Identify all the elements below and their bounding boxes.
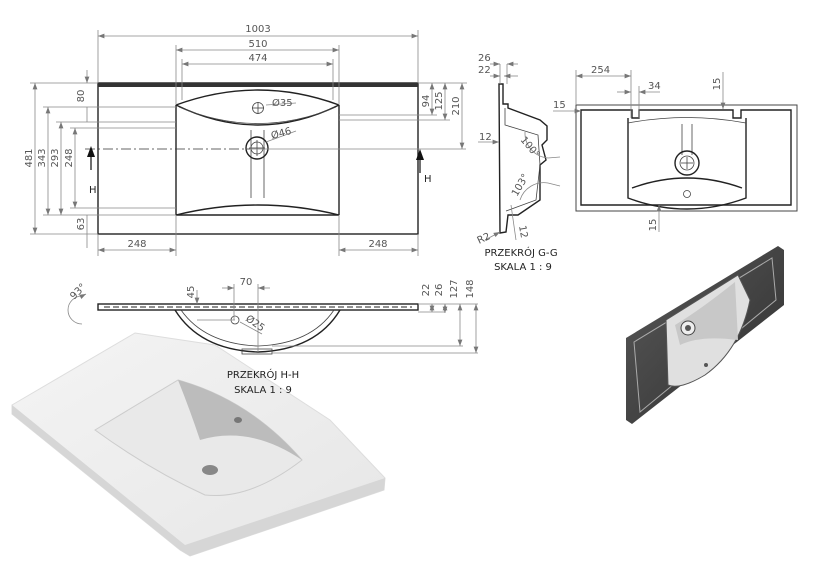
- dim-127: 127: [449, 279, 460, 298]
- dim-26: 26: [434, 284, 445, 297]
- dim-15-left: 15: [553, 100, 566, 111]
- section-g-g: 26 22 12 100° 103° R2 12 PRZEKRÓJ G-G SK…: [476, 53, 561, 273]
- dim-293: 293: [50, 148, 61, 167]
- section-h-h-title: PRZEKRÓJ H-H: [227, 368, 299, 381]
- dim-210: 210: [451, 96, 462, 115]
- dim-248-vertical: 248: [64, 148, 75, 167]
- dim-hole-diameter: Ø25: [243, 313, 267, 335]
- dim-148: 148: [465, 279, 476, 298]
- dim-overall-depth: 481: [24, 148, 35, 167]
- dim-basin-outer-width: 510: [248, 39, 267, 50]
- dim-overall-width: 1003: [245, 24, 270, 35]
- dim-45: 45: [186, 286, 197, 299]
- dim-343: 343: [37, 148, 48, 167]
- svg-text:H: H: [424, 174, 432, 185]
- dim-70: 70: [240, 277, 253, 288]
- top-view: 1003 510 474 481 343 293 248 80 63 94 12…: [24, 24, 467, 256]
- dim-94: 94: [421, 95, 432, 108]
- sink-3d-render-bottom: [626, 246, 784, 424]
- section-arrow-left: H: [87, 146, 97, 196]
- drain-hole: [245, 136, 269, 160]
- dim-15-bottom: 15: [648, 219, 659, 232]
- section-g-g-title: PRZEKRÓJ G-G: [484, 246, 557, 259]
- dim-26: 26: [478, 53, 491, 64]
- dim-80: 80: [76, 90, 87, 103]
- dim-drain-diameter: Ø46: [270, 125, 293, 142]
- dim-34: 34: [648, 81, 661, 92]
- basin-outline: [175, 89, 340, 216]
- bottom-view: 254 34 15 15 15: [553, 65, 798, 232]
- sink-3d-render-top: [11, 332, 386, 557]
- dim-125: 125: [434, 91, 445, 110]
- back-edge: [98, 83, 418, 87]
- dim-254: 254: [591, 65, 610, 76]
- angle-93: 93°: [68, 282, 88, 302]
- dim-right-margin: 248: [368, 239, 387, 250]
- dim-basin-inner-width: 474: [248, 53, 267, 64]
- dim-15-top: 15: [712, 78, 723, 91]
- section-arrow-right: H: [416, 149, 432, 185]
- dim-overflow-diameter: Ø35: [272, 97, 293, 109]
- section-g-g-scale: SKALA 1 : 9: [494, 262, 552, 273]
- section-h-h-scale: SKALA 1 : 9: [234, 385, 292, 396]
- dim-12: 12: [479, 132, 492, 143]
- svg-text:H: H: [89, 185, 97, 196]
- radius-r2: R2: [476, 231, 493, 247]
- dim-63: 63: [76, 218, 87, 231]
- dim-22: 22: [478, 65, 491, 76]
- section-h-h: 93° 45 70 Ø25 22 26 127 148 PRZEKRÓJ H-H…: [67, 277, 479, 396]
- dim-left-margin: 248: [127, 239, 146, 250]
- overflow-hole: [252, 102, 264, 114]
- dim-22: 22: [421, 284, 432, 297]
- dim-12b: 12: [516, 225, 529, 239]
